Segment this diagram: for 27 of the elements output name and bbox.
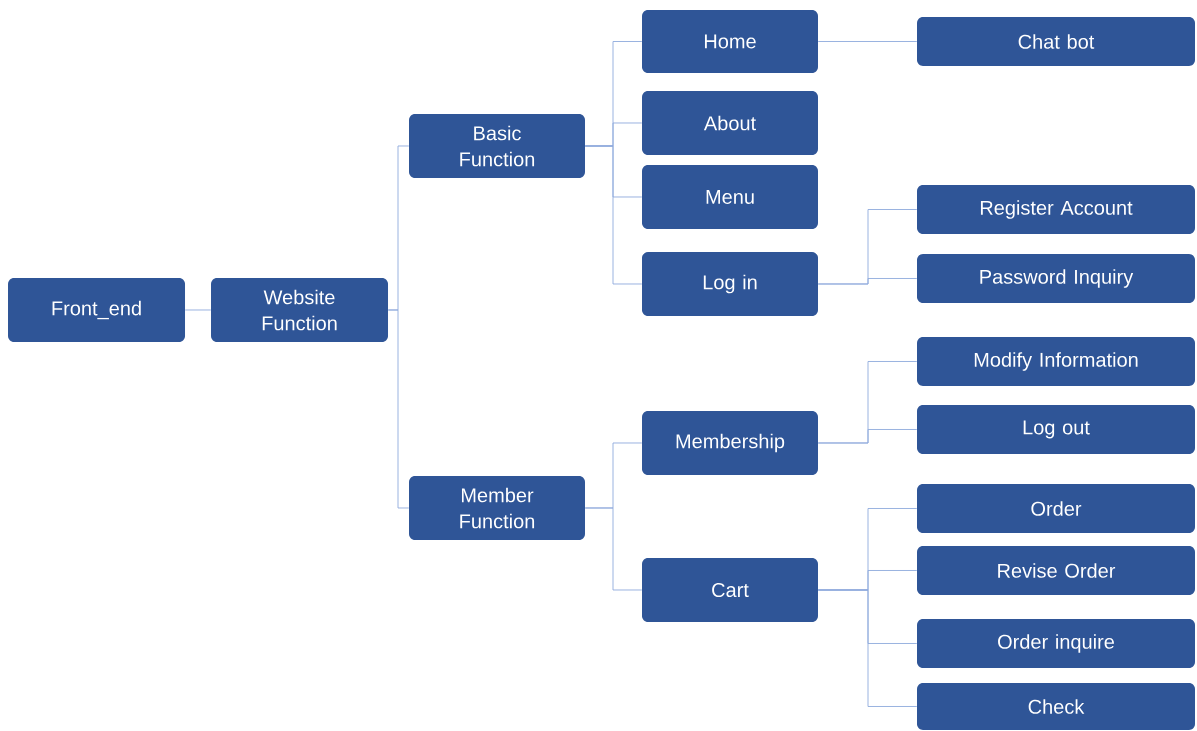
process-box: Menu — [642, 165, 818, 229]
connector — [817, 429, 918, 444]
process-box: Order — [917, 484, 1195, 533]
process-box: Revise Order — [917, 546, 1195, 595]
process-box: Log out — [917, 405, 1195, 454]
process-box: Member Function — [409, 476, 585, 540]
connector — [817, 278, 918, 285]
connector — [817, 589, 918, 707]
process-box: Chat bot — [917, 17, 1195, 66]
process-box: Password Inquiry — [917, 254, 1195, 303]
process-box: Cart — [642, 558, 818, 622]
process-box: Basic Function — [409, 114, 585, 178]
process-box: Home — [642, 10, 818, 73]
connector — [584, 145, 643, 285]
process-box: Modify Information — [917, 337, 1195, 386]
process-box: Log in — [642, 252, 818, 316]
process-box: Front_end — [8, 278, 185, 342]
connector — [817, 41, 918, 42]
process-box: Check — [917, 683, 1195, 730]
process-box: Order inquire — [917, 619, 1195, 668]
connector — [584, 507, 643, 591]
process-box: About — [642, 91, 818, 155]
process-box: Website Function — [211, 278, 388, 342]
process-box: Membership — [642, 411, 818, 475]
connector — [387, 309, 410, 509]
process-box: Register Account — [917, 185, 1195, 234]
connector — [184, 309, 212, 311]
